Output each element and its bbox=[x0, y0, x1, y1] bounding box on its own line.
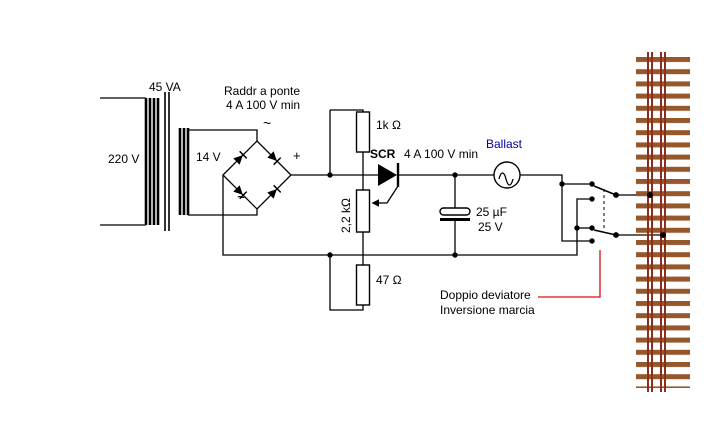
reversing-switch: Doppio deviatore Inversione marcia bbox=[440, 181, 662, 317]
railway-track bbox=[636, 52, 690, 392]
switch-lever-lower bbox=[593, 229, 617, 236]
r2-body bbox=[355, 264, 371, 306]
bridge-diamond bbox=[222, 140, 292, 210]
resistor-1k: 1k Ω bbox=[329, 109, 401, 175]
ballast-lamp: Ballast bbox=[486, 137, 592, 242]
lamp-circle-icon bbox=[493, 161, 521, 189]
ac-symbol-top: ~ bbox=[263, 115, 271, 131]
track-sleepers bbox=[636, 57, 690, 388]
scr-rating-label: 4 A 100 V min bbox=[404, 147, 478, 161]
switch-contact bbox=[589, 225, 595, 231]
r2-return-wire bbox=[329, 255, 364, 311]
cap-plate-top bbox=[439, 207, 471, 216]
diode-icon bbox=[233, 185, 248, 200]
primary-winding-icon bbox=[144, 98, 160, 225]
switch-pole bbox=[613, 192, 619, 198]
lamp-filament-icon bbox=[498, 172, 514, 186]
diode-icon bbox=[233, 150, 248, 165]
plus-symbol: + bbox=[293, 148, 301, 163]
primary-voltage-label: 220 V bbox=[108, 152, 139, 166]
cap-voltage-label: 25 V bbox=[478, 220, 503, 234]
cap-value-label: 25 µF bbox=[476, 205, 507, 219]
scr-triangle-icon bbox=[378, 164, 397, 186]
potentiometer: 2,2 kΩ bbox=[339, 152, 387, 233]
junction-dot bbox=[559, 181, 565, 187]
pot-wiper-arrow-icon bbox=[371, 199, 379, 207]
rectifier-rating-label: 4 A 100 V min bbox=[226, 98, 300, 112]
scr-gate-wire bbox=[386, 185, 399, 204]
pot-body bbox=[355, 189, 371, 233]
ac-symbol-bottom: ~ bbox=[237, 189, 245, 205]
resistor-47: 47 Ω bbox=[329, 232, 402, 311]
transformer: 45 VA 220 V 14 V bbox=[100, 80, 221, 231]
junction-dot bbox=[574, 225, 580, 231]
junction-dot bbox=[327, 252, 333, 258]
secondary-winding-icon bbox=[178, 128, 190, 215]
rail-connection-dot bbox=[660, 232, 666, 238]
ballast-label: Ballast bbox=[486, 137, 523, 151]
switch-label-line1: Doppio deviatore bbox=[440, 288, 531, 302]
junction-dots bbox=[327, 172, 580, 258]
capacitor: 25 µF 25 V bbox=[439, 175, 507, 255]
junction-dot bbox=[452, 252, 458, 258]
secondary-top-wire bbox=[188, 129, 258, 141]
transformer-core-icon bbox=[164, 92, 170, 231]
secondary-voltage-label: 14 V bbox=[196, 150, 221, 164]
negative-rail-wire bbox=[222, 175, 592, 256]
switch-pole bbox=[613, 232, 619, 238]
switch-callout-line bbox=[538, 250, 601, 298]
switch-lever-upper bbox=[593, 185, 617, 196]
scr: SCR 4 A 100 V min bbox=[370, 147, 494, 204]
junction-dot bbox=[327, 172, 333, 178]
switch-label-line2: Inversione marcia bbox=[440, 303, 535, 317]
r2-value-label: 47 Ω bbox=[376, 273, 402, 287]
r1-value-label: 1k Ω bbox=[376, 118, 401, 132]
switch-contact bbox=[589, 181, 595, 187]
scr-name-label: SCR bbox=[370, 147, 396, 161]
lamp-output-wire bbox=[520, 174, 592, 242]
secondary-bottom-wire bbox=[188, 209, 258, 216]
r1-body bbox=[355, 111, 371, 153]
switch-contact bbox=[589, 196, 595, 202]
pot-value-label: 2,2 kΩ bbox=[339, 198, 353, 233]
transformer-power-label: 45 VA bbox=[149, 80, 181, 94]
rail-connection-dot bbox=[647, 192, 653, 198]
switch-contact bbox=[589, 238, 595, 244]
junction-dot bbox=[452, 172, 458, 178]
rectifier-name-label: Raddr a ponte bbox=[224, 84, 300, 98]
